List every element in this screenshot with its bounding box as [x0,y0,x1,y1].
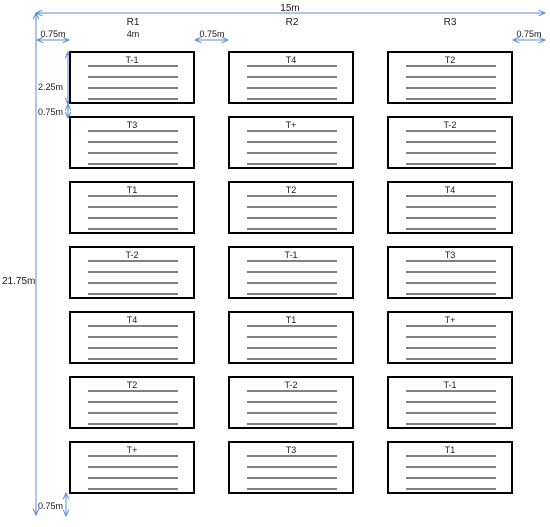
right-edge-gap-label: 0.75m [516,29,541,39]
plot-r2-row-7: T3 [228,441,354,494]
plot-treatment-label: T+ [127,445,138,455]
plot-r3-row-6: T-1 [387,376,513,429]
plot-treatment-label: T3 [286,445,297,455]
column-header-r2: R2 [286,17,299,28]
plot-treatment-label: T-1 [284,250,297,260]
plot-r2-row-6: T-2 [228,376,354,429]
plot-r3-row-4: T3 [387,246,513,299]
plot-r3-row-5: T+ [387,311,513,364]
plot-treatment-label: T+ [445,315,456,325]
plot-treatment-label: T1 [445,445,456,455]
plot-treatment-label: T2 [127,380,138,390]
plot-r1-row-4: T-2 [69,246,195,299]
plot-treatment-label: T2 [286,185,297,195]
plot-treatment-label: T4 [127,315,138,325]
row-gap-label: 0.75m [38,107,63,117]
plot-treatment-label: T-2 [125,250,138,260]
plot-treatment-label: T1 [286,315,297,325]
plot-r2-row-4: T-1 [228,246,354,299]
plot-r1-row-1: T-1 [69,51,195,104]
total-height-label: 21.75m [2,276,35,287]
plot-treatment-label: T4 [286,55,297,65]
plot-treatment-label: T3 [127,120,138,130]
plot-r3-row-7: T1 [387,441,513,494]
left-edge-gap-label: 0.75m [40,29,65,39]
plot-treatment-label: T-2 [284,380,297,390]
total-width-label: 15m [280,3,299,14]
plot-r1-row-6: T2 [69,376,195,429]
plot-treatment-label: T-2 [443,120,456,130]
plot-r2-row-5: T1 [228,311,354,364]
plot-r1-row-5: T4 [69,311,195,364]
plot-treatment-label: T4 [445,185,456,195]
plot-r3-row-3: T4 [387,181,513,234]
plot-grid: T-1T3T1T-2T4T2T+T4T+T2T-1T1T-2T3T2T-2T4T… [69,51,513,494]
plot-treatment-label: T2 [445,55,456,65]
plot-r1-row-2: T3 [69,116,195,169]
plot-r1-row-3: T1 [69,181,195,234]
plot-treatment-label: T-1 [125,55,138,65]
plot-r2-row-3: T2 [228,181,354,234]
plot-r3-row-2: T-2 [387,116,513,169]
column-header-r1: R1 [127,17,140,28]
plot-r1-row-7: T+ [69,441,195,494]
plot-height-label: 2.25m [38,82,63,92]
plot-treatment-label: T1 [127,185,138,195]
plot-treatment-label: T3 [445,250,456,260]
bottom-gap-label: 0.75m [38,501,63,511]
column-gap-label: 0.75m [199,29,224,39]
column-header-r3: R3 [444,17,457,28]
plot-r3-row-1: T2 [387,51,513,104]
plot-width-label: 4m [127,29,140,39]
plot-treatment-label: T+ [286,120,297,130]
plot-r2-row-1: T4 [228,51,354,104]
plot-r2-row-2: T+ [228,116,354,169]
plot-treatment-label: T-1 [443,380,456,390]
